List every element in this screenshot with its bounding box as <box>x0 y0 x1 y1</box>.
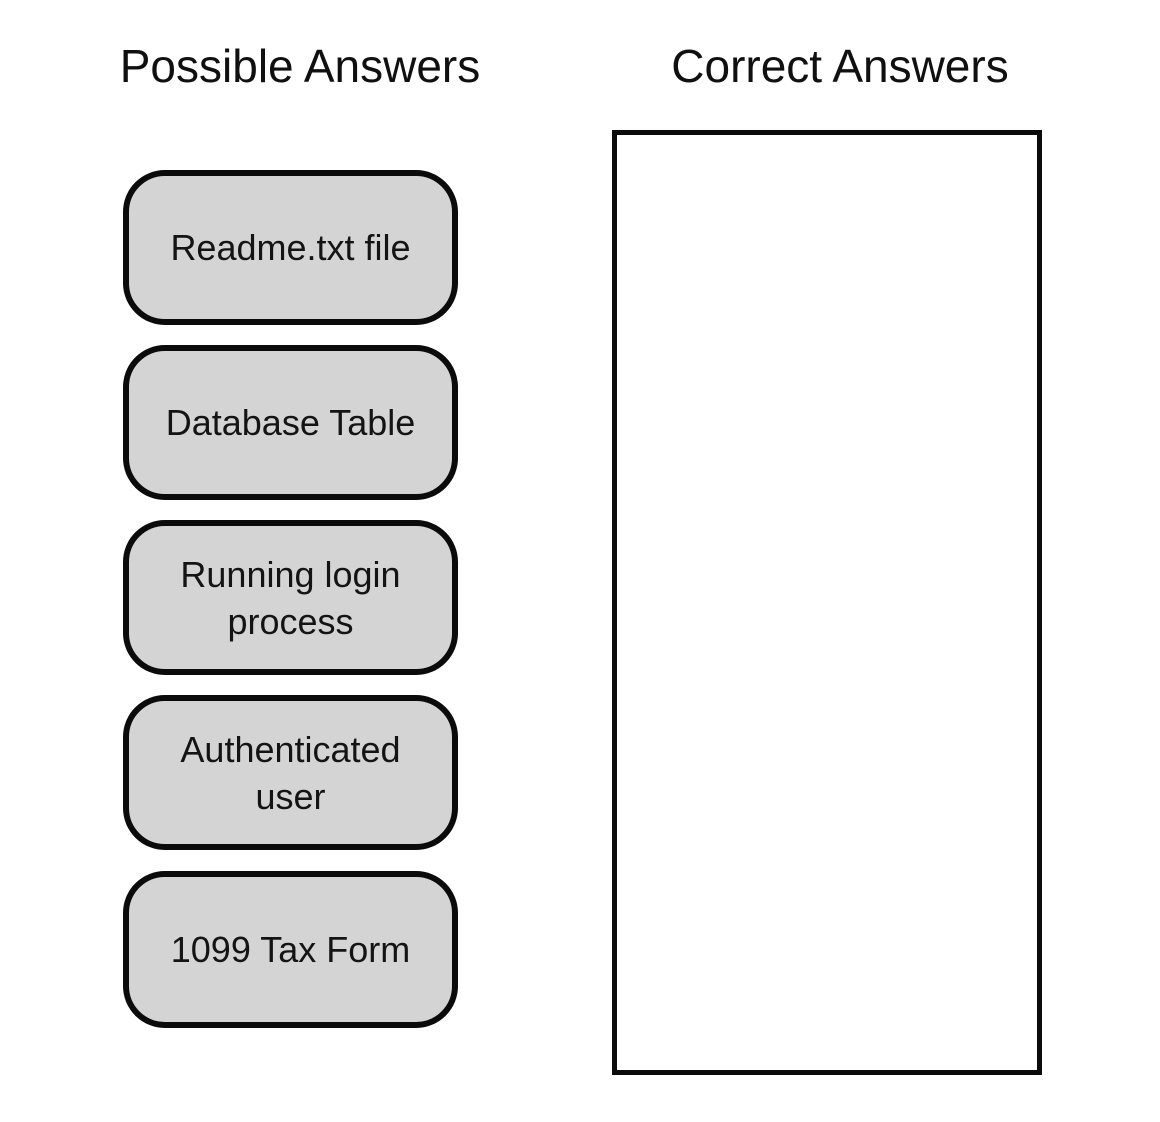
answer-option-readme-txt-file[interactable]: Readme.txt file <box>123 170 458 325</box>
answer-option-authenticated-user[interactable]: Authenticated user <box>123 695 458 850</box>
possible-answers-heading: Possible Answers <box>119 40 481 92</box>
answer-option-database-table[interactable]: Database Table <box>123 345 458 500</box>
correct-answers-dropzone[interactable] <box>612 130 1042 1075</box>
answer-option-1099-tax-form[interactable]: 1099 Tax Form <box>123 871 458 1028</box>
answer-option-running-login-process[interactable]: Running login process <box>123 520 458 675</box>
correct-answers-heading: Correct Answers <box>671 40 1009 92</box>
